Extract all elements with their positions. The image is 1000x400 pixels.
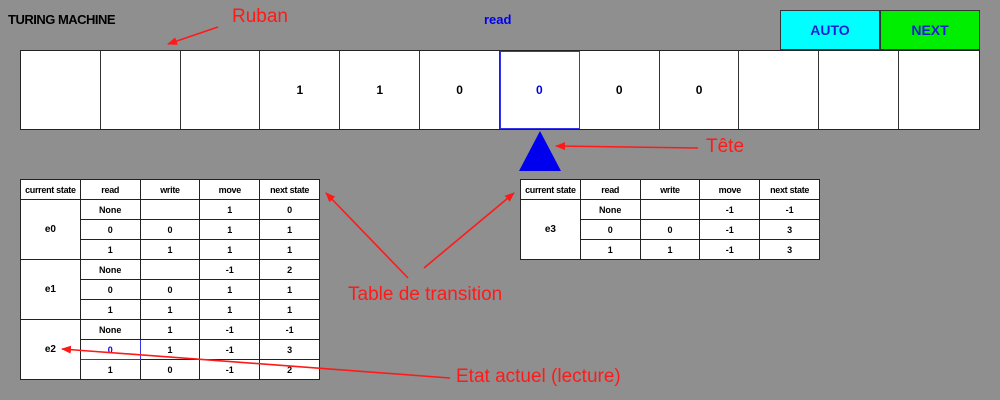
- table-cell: 1: [139, 319, 201, 340]
- table-cell: -1: [199, 339, 261, 360]
- table-cell: 0: [259, 199, 320, 220]
- annotation-transition-table: Table de transition: [348, 284, 503, 305]
- table-cell: 1: [259, 279, 320, 300]
- table-cell: [139, 259, 201, 280]
- tape-cell: [819, 51, 900, 129]
- annotation-ruban: Ruban: [232, 6, 288, 27]
- table-cell: 0: [79, 339, 141, 360]
- column-header: read: [79, 179, 141, 200]
- table-cell: -1: [259, 319, 320, 340]
- column-header: write: [139, 179, 201, 200]
- arrow-table-left: [325, 192, 409, 279]
- table-cell: -1: [699, 219, 761, 240]
- table-cell: 0: [639, 219, 701, 240]
- table-cell: 0: [139, 219, 201, 240]
- tape-cell: 1: [260, 51, 341, 129]
- column-header: next state: [259, 179, 320, 200]
- auto-button[interactable]: AUTO: [780, 10, 880, 50]
- table-cell: 1: [259, 299, 320, 320]
- table-cell: None: [79, 259, 141, 280]
- table-cell: 1: [139, 339, 201, 360]
- table-cell: -1: [199, 259, 261, 280]
- table-cell: 1: [199, 239, 261, 260]
- column-header: current state: [520, 179, 581, 200]
- tape-cell: [181, 51, 261, 129]
- table-cell: 1: [199, 199, 261, 220]
- table-cell: 0: [139, 279, 201, 300]
- table-cell: 3: [759, 239, 820, 260]
- table-cell: 1: [579, 239, 641, 260]
- status-text: read: [484, 12, 512, 27]
- table-cell: 0: [79, 279, 141, 300]
- head-triangle-icon: [519, 131, 561, 171]
- table-cell: 2: [259, 359, 320, 380]
- arrow-tete: [555, 142, 699, 151]
- state-cell: e1: [20, 259, 81, 320]
- table-cell: 1: [639, 239, 701, 260]
- table-cell: 3: [759, 219, 820, 240]
- app-title: TURING MACHINE: [8, 12, 116, 27]
- tape-cell: 1: [340, 51, 421, 129]
- column-header: move: [699, 179, 761, 200]
- arrow-ruban: [167, 26, 219, 45]
- table-cell: 3: [259, 339, 320, 360]
- column-header: write: [639, 179, 701, 200]
- tape-cell: 0: [420, 51, 500, 129]
- state-cell: e2: [20, 319, 81, 380]
- table-cell: None: [79, 319, 141, 340]
- tape-cell: 0: [660, 51, 740, 129]
- table-cell: 2: [259, 259, 320, 280]
- annotation-current-state: Etat actuel (lecture): [456, 366, 621, 387]
- table-cell: 0: [579, 219, 641, 240]
- next-button[interactable]: NEXT: [880, 10, 980, 50]
- tape-cell: [739, 51, 820, 129]
- tape-cell: [21, 51, 101, 129]
- tape-cell-head: 0: [499, 51, 580, 129]
- column-header: next state: [759, 179, 820, 200]
- tape-cell: 0: [580, 51, 660, 129]
- table-cell: -1: [759, 199, 820, 220]
- table-cell: 1: [139, 239, 201, 260]
- table-cell: [639, 199, 701, 220]
- annotation-tete: Tête: [706, 136, 745, 157]
- column-header: current state: [20, 179, 81, 200]
- table-cell: 0: [79, 219, 141, 240]
- table-cell: 1: [199, 299, 261, 320]
- table-cell: None: [79, 199, 141, 220]
- table-cell: 1: [199, 219, 261, 240]
- table-cell: 0: [139, 359, 201, 380]
- table-cell: -1: [699, 239, 761, 260]
- tape-cell: [101, 51, 181, 129]
- table-cell: -1: [199, 319, 261, 340]
- tape-cell: [899, 51, 979, 129]
- column-header: move: [199, 179, 261, 200]
- column-header: read: [579, 179, 641, 200]
- arrow-table-right: [423, 192, 515, 269]
- table-cell: 1: [79, 299, 141, 320]
- state-cell: e0: [20, 199, 81, 260]
- table-cell: 1: [259, 219, 320, 240]
- state-cell: e3: [520, 199, 581, 260]
- table-cell: -1: [199, 359, 261, 380]
- table-cell: [139, 199, 201, 220]
- table-cell: 1: [139, 299, 201, 320]
- table-cell: None: [579, 199, 641, 220]
- table-cell: 1: [79, 359, 141, 380]
- table-cell: 1: [259, 239, 320, 260]
- table-cell: 1: [79, 239, 141, 260]
- table-cell: -1: [699, 199, 761, 220]
- table-cell: 1: [199, 279, 261, 300]
